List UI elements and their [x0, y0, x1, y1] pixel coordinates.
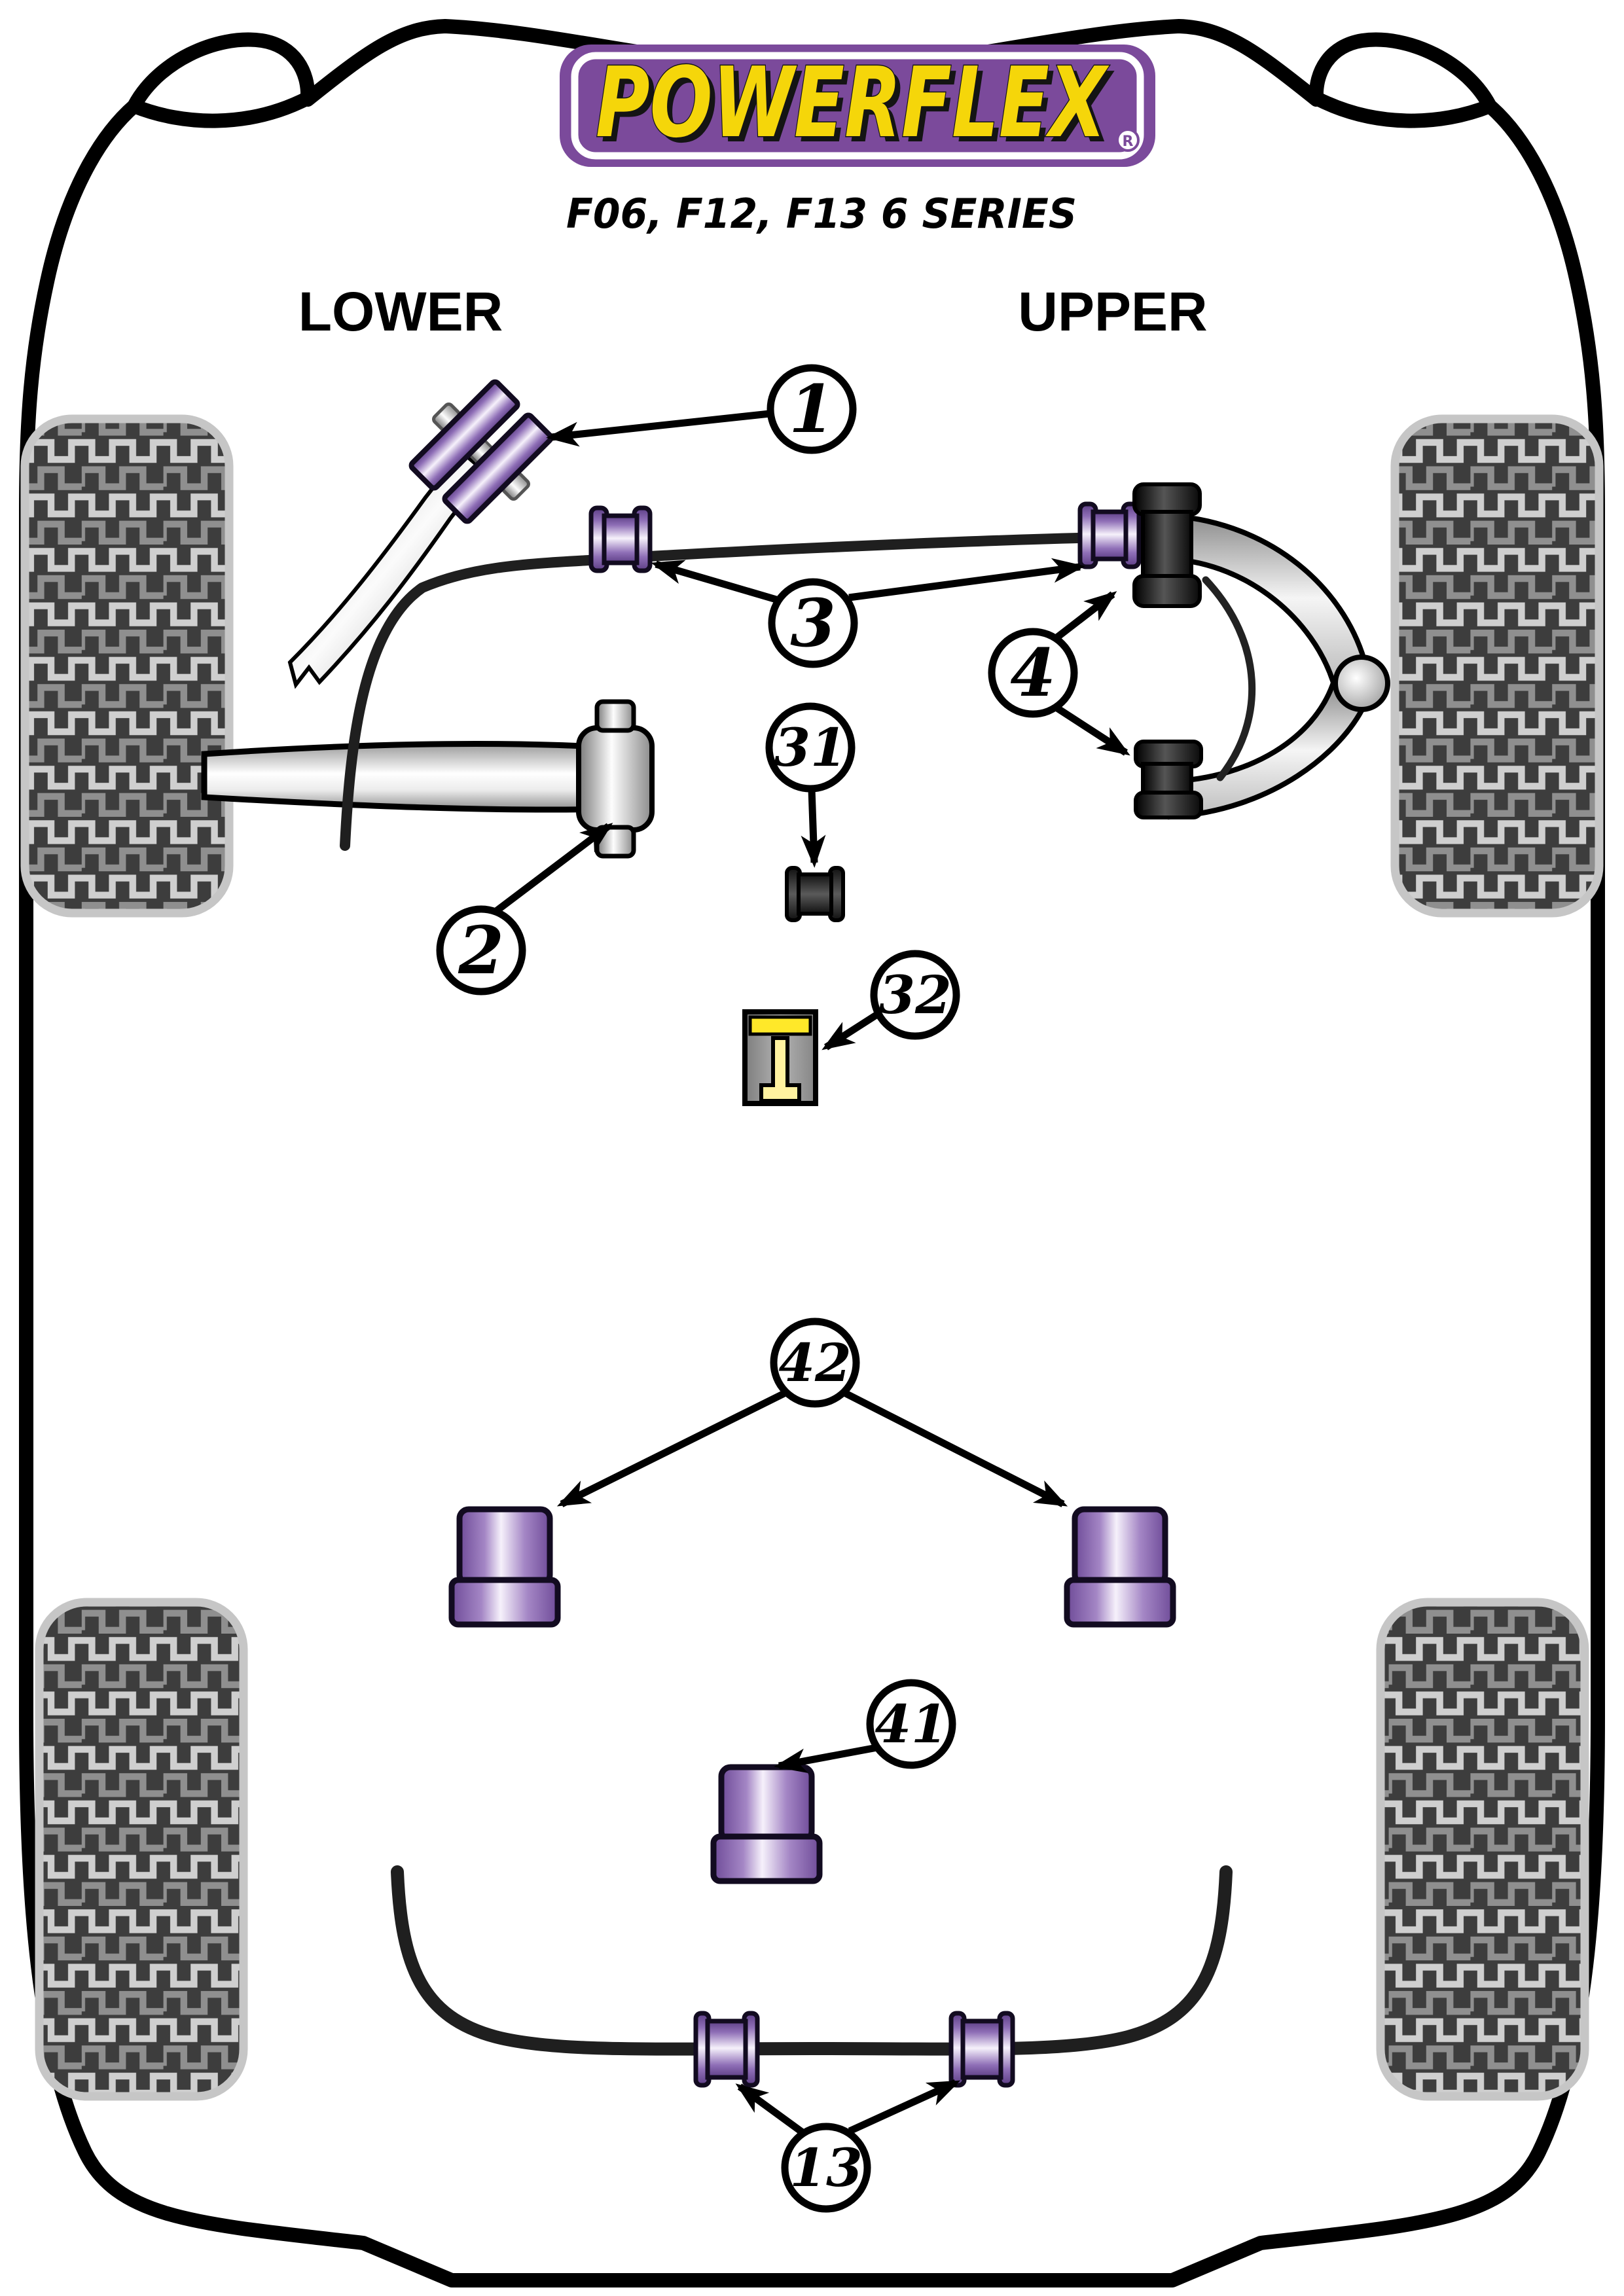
vehicle-model-subtitle: F06, F12, F13 6 SERIES [566, 190, 1077, 238]
callout-1: 1 [546, 364, 857, 454]
callout-4-circle [988, 628, 1078, 718]
callouts: 1 2 3 4 31 32 [436, 364, 1130, 2213]
rear-subframe-mount-42-left [448, 1506, 561, 1628]
tire-rear-right [1376, 1598, 1589, 2101]
callout-2-arrow [494, 823, 613, 914]
callout-13-arrow-left [735, 2083, 805, 2136]
tire-rear-left [35, 1598, 248, 2101]
callout-4-arrow-lower [1053, 704, 1130, 756]
logo-text-shadow: POWERFLEX [601, 52, 1115, 164]
callout-3-number: 3 [790, 584, 836, 662]
registered-mark-letter: R [1123, 134, 1134, 150]
wishbone-bush-lower [1134, 740, 1203, 819]
rear-arb-bush-left [693, 2011, 760, 2088]
callout-1-circle [767, 364, 857, 454]
callout-31-number: 31 [774, 717, 846, 778]
callout-32-circle [870, 950, 960, 1040]
rear-suspension [391, 1506, 1233, 2088]
transmission-insert-32 [742, 1009, 818, 1106]
callout-1-arrow [546, 410, 770, 447]
callout-13-number: 13 [789, 2137, 862, 2198]
wishbone-inner-edge [1202, 576, 1256, 781]
front-suspension [201, 379, 1390, 859]
transmission-bush-31 [785, 866, 845, 922]
front-upper-wishbone [1132, 482, 1390, 820]
lower-arm-bush-top-nut [594, 699, 636, 733]
front-lower-control-arm [201, 741, 612, 813]
callout-4-arrow-upper [1053, 591, 1117, 642]
transmission-parts [742, 866, 845, 1106]
callout-4-number: 4 [1010, 634, 1056, 711]
callout-42: 42 [556, 1318, 1068, 1507]
callout-42-arrow-left [556, 1390, 787, 1507]
tires [20, 414, 1604, 2101]
callout-31-arrow [801, 789, 826, 868]
callout-41-circle [866, 1679, 956, 1769]
left-mirror-icon [127, 32, 316, 128]
label-upper: UPPER [1018, 281, 1207, 342]
tire-front-left [20, 414, 234, 918]
callout-4: 4 [988, 591, 1130, 756]
callout-13: 13 [735, 2079, 961, 2213]
front-arb-bush-left [588, 505, 653, 573]
callout-32: 32 [821, 950, 960, 1050]
wishbone-bush-upper [1132, 482, 1202, 608]
tire-front-right [1390, 414, 1604, 918]
callout-2-circle [436, 905, 526, 996]
callout-42-arrow-right [842, 1390, 1068, 1507]
callout-2-number: 2 [458, 912, 504, 989]
logo-inner-ring [571, 52, 1144, 160]
rear-subframe-mount-42-right [1064, 1506, 1176, 1628]
front-drop-link-bush [408, 379, 554, 524]
wishbone-ball-joint [1333, 655, 1390, 712]
callout-2: 2 [436, 823, 613, 996]
callout-31: 31 [765, 702, 856, 868]
callout-3-circle [768, 578, 858, 668]
body-side-outline [19, 99, 1605, 2287]
callout-3-arrow-right [848, 558, 1085, 601]
callout-1-number: 1 [789, 370, 835, 448]
rear-anti-roll-bar [391, 1865, 1233, 2056]
rear-arb-bush-right [948, 2011, 1015, 2088]
section-labels: LOWER UPPER [298, 281, 1208, 342]
powerflex-logo: POWERFLEX POWERFLEX R F06, F12, F13 6 SE… [560, 45, 1155, 238]
callout-42-number: 42 [778, 1332, 851, 1393]
lower-arm-bush-housing [576, 725, 655, 833]
callout-32-arrow [821, 1011, 879, 1050]
logo-text: POWERFLEX [596, 46, 1110, 159]
registered-mark-icon [1116, 128, 1140, 152]
right-mirror-icon [1308, 32, 1497, 128]
callout-41: 41 [774, 1679, 956, 1773]
callout-31-circle [765, 702, 856, 793]
label-lower: LOWER [298, 281, 503, 342]
logo-background [560, 45, 1155, 167]
callout-42-circle [770, 1318, 860, 1408]
rear-subframe-mount-41 [710, 1764, 823, 1884]
callout-13-circle [781, 2123, 871, 2213]
front-arb-bush-right [1077, 501, 1142, 569]
callout-41-number: 41 [875, 1693, 947, 1755]
callout-41-arrow [774, 1744, 878, 1773]
callout-3: 3 [651, 558, 1085, 668]
callout-3-arrow-left [651, 560, 778, 603]
callout-13-arrow-right [848, 2079, 961, 2135]
callout-32-number: 32 [878, 964, 951, 1026]
